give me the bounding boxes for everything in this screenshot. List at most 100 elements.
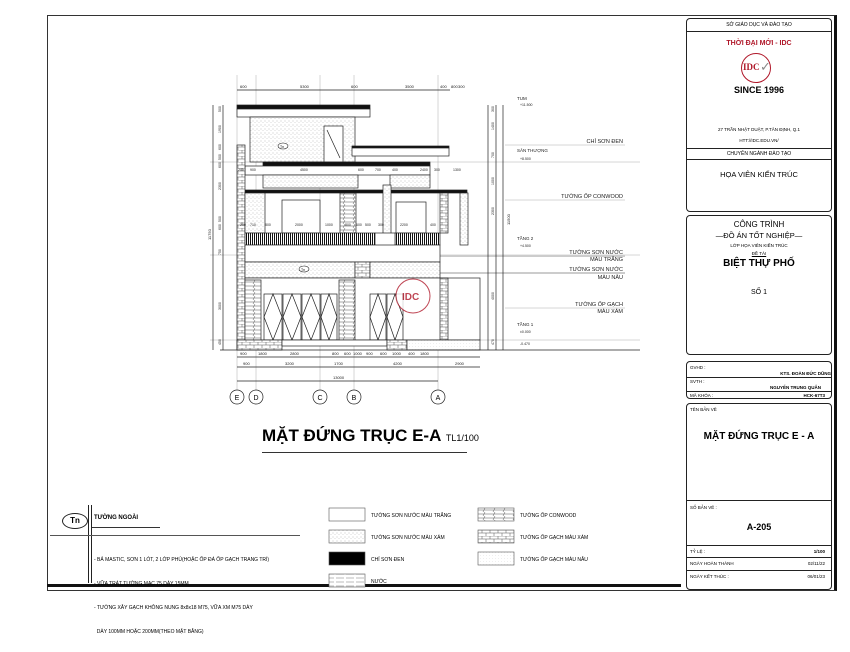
topic: BIỆT THỰ PHỐ [723, 258, 795, 269]
end-date: 06/01/23 [807, 574, 825, 579]
wall-tag-upper [277, 142, 289, 150]
right-dimension: 470 [491, 339, 495, 345]
legend-divider-h [50, 535, 300, 536]
elevation-geometry [210, 75, 640, 390]
sheet-name-label: TÊN BẢN VẼ [690, 407, 717, 412]
bottom-dimension: 4200 [393, 361, 403, 366]
material-label: TƯỜNG ỐP GẠCH MÀU NÂU [520, 556, 588, 563]
inner-dimension: 1300 [453, 168, 461, 172]
floor2-dimension: 2200 [400, 223, 408, 227]
material-callout: CHỈ SƠN ĐEN [587, 138, 624, 145]
sheet-no: A-205 [746, 522, 772, 532]
school-name: THỜI ĐẠI MỚI - IDC [726, 40, 792, 47]
drawing-scale-note: TL1/100 [445, 433, 479, 443]
floor2-dimension: 800 [345, 223, 351, 227]
bottom-dimension: 3200 [285, 361, 295, 366]
material-swatch-dots [328, 529, 366, 544]
svth: NGUYỄN TRUNG QUÂN [769, 385, 821, 390]
left-total-dimension: 11750 [207, 228, 212, 240]
material-callout: TƯỜNG ỐP CONWOOD [561, 193, 623, 200]
axis-bubble [312, 389, 328, 405]
material-callout: MÀU TRẮNG [590, 255, 623, 263]
axis-bubble [229, 389, 245, 405]
right-dimension: 700 [491, 152, 495, 158]
axis-label: B [352, 395, 357, 402]
top-dimension: 800 [451, 84, 458, 89]
axis-bubble [430, 389, 446, 405]
floor2-dimension: 500 [365, 223, 371, 227]
scale-label: TỶ LỆ : [690, 549, 706, 554]
bottom-dimension: 900 [240, 351, 247, 356]
material-label: TƯỜNG SƠN NƯỚC MÀU TRẮNG [371, 511, 451, 519]
project-number: SỐ 1 [751, 289, 767, 296]
right-dimension: 1000 [491, 177, 495, 185]
left-dimension: 3000 [218, 302, 222, 310]
svth-label: SVTH : [690, 379, 705, 384]
left-dimension: 1900 [218, 125, 222, 133]
done-label: NGÀY HOÀN THÀNH [690, 561, 734, 566]
gvhd: KTS. ĐOÀN ĐỨC DŨNG [780, 371, 831, 376]
level-elevation: +4.500 [520, 244, 531, 248]
drawing-title: MẶT ĐỨNG TRỤC E-A TL1/100 [262, 426, 479, 446]
right-dimension: 1400 [491, 122, 495, 130]
left-dimension: 2300 [218, 182, 222, 190]
right-total-dimension: 11500 [506, 213, 511, 225]
axis-label: D [253, 395, 258, 402]
level-name: SÂN THƯỢNG [517, 147, 548, 153]
checkmark-icon: ✓ [760, 59, 771, 74]
legend-divider-v [88, 505, 92, 583]
inner-dimension: 700 [375, 168, 381, 172]
level-elevation: ±0.000 [520, 330, 531, 334]
axis-label: E [235, 395, 240, 402]
wall-tag-lower-label: Tn [301, 268, 305, 272]
major: HỌA VIÊN KIẾN TRÚC [720, 170, 798, 179]
material-swatch-white [328, 507, 366, 522]
material-swatch-conwood [477, 507, 515, 522]
left-dimension: 500 [218, 216, 222, 222]
left-dimension: 500 [218, 106, 222, 112]
done-date: 02/11/22 [807, 561, 825, 566]
legend-note: - TƯỜNG XÂY GẠCH KHÔNG NUNG 8x8x18 M75, … [94, 605, 253, 611]
floor2-dimension: 710 [250, 223, 256, 227]
bottom-dimension: 1700 [334, 361, 344, 366]
axis-label: C [317, 395, 322, 402]
material-label: CHỈ SƠN ĐEN [371, 556, 405, 563]
axis-bubble [346, 389, 362, 405]
wall-tag-lower [298, 265, 310, 273]
sheet-name: MẶT ĐỨNG TRỤC E - A [703, 431, 815, 442]
material-swatch-fine-dots [477, 551, 515, 566]
sheet-frame [47, 15, 837, 591]
legend-tag-text: Tn [70, 516, 80, 525]
legend-heading: TƯỜNG NGOÀI [94, 515, 139, 521]
idc-logo: IDC ✓ [741, 53, 777, 83]
drawing-title-text: MẶT ĐỨNG TRỤC E-A [262, 426, 442, 445]
website: HTT://IDC.EDU.VN/ [739, 138, 779, 143]
wall-tag-upper-label: Tn [280, 145, 284, 149]
inner-dimension: 600 [358, 168, 364, 172]
left-dimension: 450 [218, 339, 222, 345]
bottom-dimension: 1000 [392, 351, 402, 356]
right-dimension: 300 [491, 106, 495, 112]
title-block-school: SỞ GIÁO DỤC VÀ ĐÀO TẠO THỜI ĐẠI MỚI - ID… [686, 18, 832, 212]
material-label: TƯỜNG ỐP CONWOOD [520, 512, 577, 519]
top-dimension: 5300 [300, 84, 310, 89]
left-dimension: 750 [218, 249, 222, 255]
gvhd-label: GVHD : [690, 365, 706, 370]
legend-tag: Tn [62, 513, 88, 529]
floor2-dimension: 200 [240, 223, 246, 227]
axis-bubble [248, 389, 264, 405]
floor2-dimension: 300 [378, 223, 384, 227]
bottom-total-dimension: 13000 [333, 375, 345, 380]
material-callout: TƯỜNG SƠN NƯỚC [569, 249, 623, 256]
bottom-dimension: 1800 [258, 351, 268, 356]
top-dimension: 600 [240, 84, 247, 89]
level-name: TUM [517, 96, 527, 101]
project: —ĐỒ ÁN TỐT NGHIỆP— [715, 231, 803, 240]
drawing-title-underline [262, 452, 467, 453]
floor2-dimension: 400 [430, 223, 436, 227]
bottom-dimension: 2800 [290, 351, 300, 356]
sheet-no-label: SỐ BẢN VẼ : [690, 505, 717, 510]
right-dimension: 2300 [491, 207, 495, 215]
inner-dimension: 2400 [420, 168, 428, 172]
